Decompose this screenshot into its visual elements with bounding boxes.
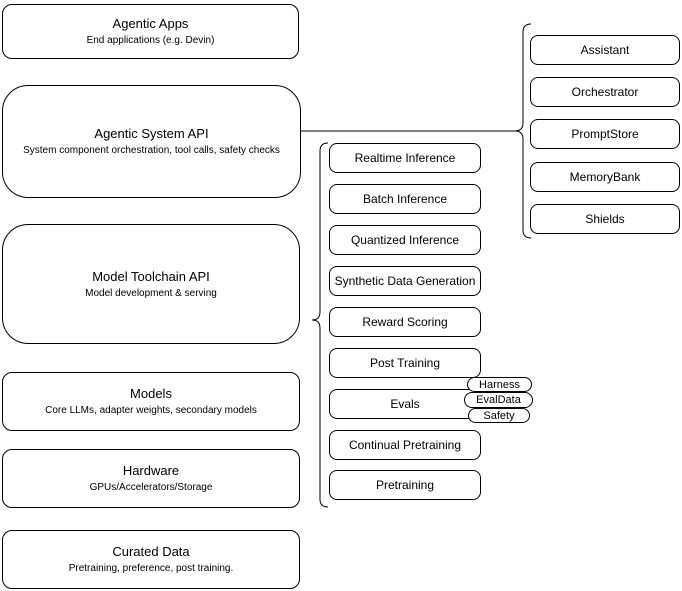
system-box-orchestrator: Orchestrator (530, 77, 680, 107)
layer-box-agentic-system-api: Agentic System API System component orch… (2, 85, 301, 198)
layer-title: Hardware (122, 463, 180, 478)
system-box-memorybank: MemoryBank (530, 162, 680, 192)
component-box-pretraining: Pretraining (329, 470, 481, 500)
system-label: Shields (585, 212, 625, 226)
layer-box-models: Models Core LLMs, adapter weights, secon… (2, 372, 300, 431)
tag-pill-harness: Harness (467, 377, 532, 392)
layer-subtitle: Pretraining, preference, post training. (68, 563, 234, 574)
component-box-post-training: Post Training (329, 348, 481, 378)
component-box-continual-pretraining: Continual Pretraining (329, 430, 481, 460)
component-box-reward-scoring: Reward Scoring (329, 307, 481, 337)
component-box-quantized-inference: Quantized Inference (329, 225, 481, 255)
component-box-evals: Evals (329, 389, 481, 419)
component-label: Continual Pretraining (348, 438, 462, 452)
system-box-promptstore: PromptStore (530, 119, 680, 149)
layer-subtitle: System component orchestration, tool cal… (23, 145, 280, 156)
layer-box-curated-data: Curated Data Pretraining, preference, po… (2, 530, 300, 589)
tag-label: Harness (479, 378, 520, 391)
layer-title: Model Toolchain API (92, 268, 210, 284)
layer-title: Agentic Apps (112, 16, 189, 31)
system-label: PromptStore (571, 127, 639, 141)
layer-box-agentic-apps: Agentic Apps End applications (e.g. Devi… (2, 4, 299, 59)
toolchain-group-brace (311, 142, 329, 508)
system-label: MemoryBank (569, 170, 641, 184)
layer-title: Models (130, 386, 172, 401)
system-label: Orchestrator (571, 85, 639, 99)
system-box-assistant: Assistant (530, 35, 680, 65)
component-label: Batch Inference (362, 192, 448, 206)
component-label: Reward Scoring (362, 315, 448, 329)
layer-subtitle: Core LLMs, adapter weights, secondary mo… (45, 405, 257, 416)
layer-box-model-toolchain-api: Model Toolchain API Model development & … (2, 224, 300, 344)
component-box-synthetic-data-generation: Synthetic Data Generation (329, 266, 481, 296)
system-label: Assistant (580, 43, 630, 57)
tag-label: Safety (483, 409, 515, 422)
layer-subtitle: End applications (e.g. Devin) (86, 35, 215, 46)
layer-box-hardware: Hardware GPUs/Accelerators/Storage (2, 449, 300, 508)
component-box-realtime-inference: Realtime Inference (329, 143, 481, 173)
component-box-batch-inference: Batch Inference (329, 184, 481, 214)
tag-label: EvalData (476, 394, 521, 406)
component-label: Evals (390, 397, 420, 411)
tag-pill-safety: Safety (468, 408, 530, 423)
layer-subtitle: GPUs/Accelerators/Storage (89, 482, 213, 493)
component-label: Post Training (369, 356, 441, 370)
component-label: Synthetic Data Generation (334, 274, 476, 288)
tag-pill-evaldata: EvalData (464, 392, 533, 408)
component-label: Quantized Inference (350, 233, 460, 247)
layer-title: Agentic System API (94, 126, 209, 141)
component-label: Pretraining (375, 478, 435, 492)
system-components-group-brace (514, 23, 532, 239)
system-box-shields: Shields (530, 204, 680, 234)
component-label: Realtime Inference (354, 151, 456, 165)
layer-subtitle: Model development & serving (85, 287, 217, 299)
layer-title: Curated Data (112, 544, 190, 559)
